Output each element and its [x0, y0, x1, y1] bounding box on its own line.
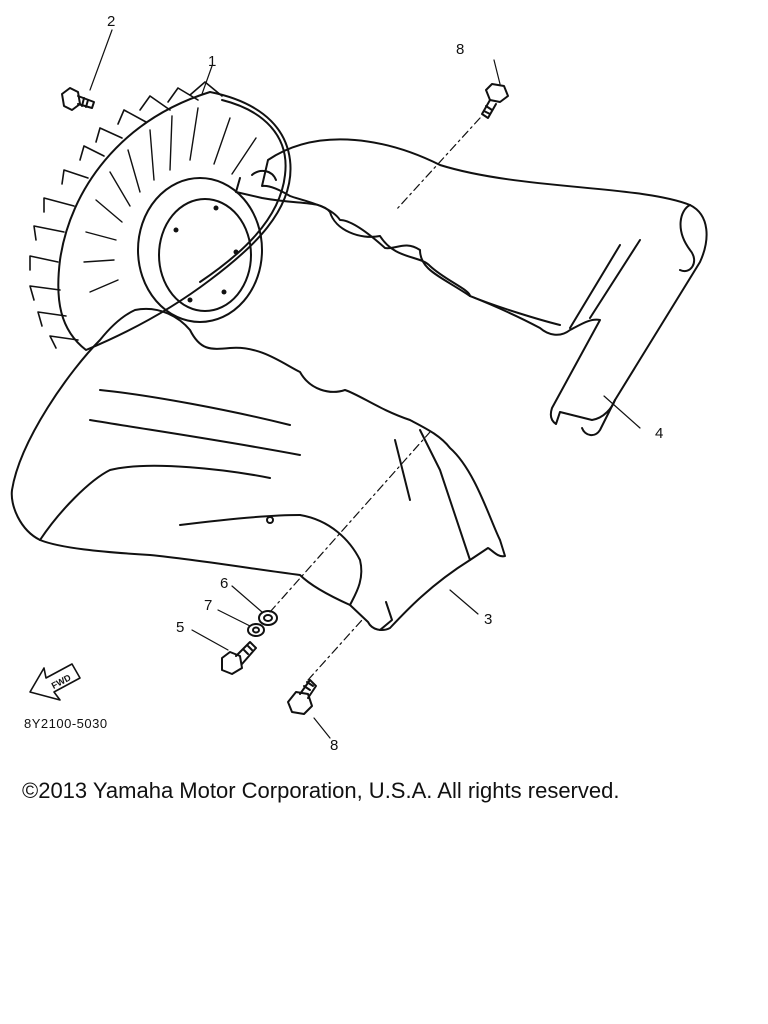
bolt-part-2	[61, 87, 95, 111]
leader-upper-bolt	[395, 117, 481, 211]
callout-8-bottom: 8	[330, 737, 339, 754]
diagram-part-code: 8Y2100-5030	[24, 716, 108, 731]
upper-fan-cover	[235, 138, 708, 436]
callout-5: 5	[176, 619, 185, 636]
leader-lower-bolt	[307, 619, 363, 681]
parts-diagram: FWD	[10, 29, 708, 739]
copyright-notice: ©2013 Yamaha Motor Corporation, U.S.A. A…	[22, 778, 620, 803]
bolt-part-8-upper	[481, 83, 509, 119]
lower-fan-cover	[10, 307, 506, 631]
leader-washer	[269, 431, 431, 613]
callout-8-top: 8	[456, 41, 465, 58]
callout-2: 2	[107, 13, 116, 30]
callout-4: 4	[655, 425, 664, 442]
callout-6: 6	[220, 575, 229, 592]
bolt-part-5	[221, 641, 257, 675]
callout-7: 7	[204, 597, 213, 614]
lockwasher-part-7	[247, 623, 265, 637]
callout-1: 1	[208, 53, 217, 70]
fwd-arrow-icon: FWD	[29, 663, 81, 701]
bolt-part-8-lower	[287, 679, 317, 715]
washer-part-6	[258, 610, 278, 626]
cooling-fan	[29, 81, 292, 351]
callout-3: 3	[484, 611, 493, 628]
